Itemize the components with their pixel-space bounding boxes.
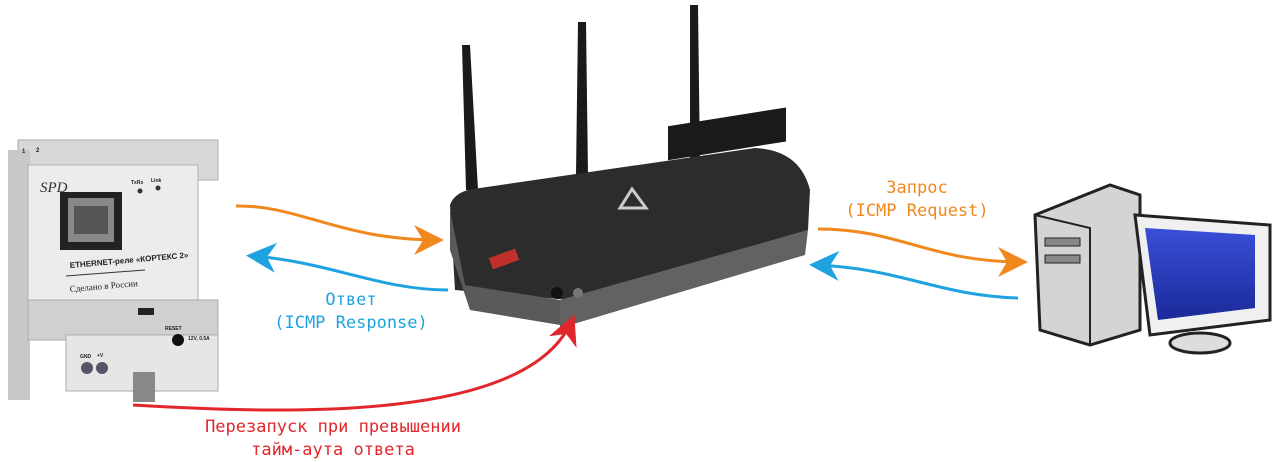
router-device: [450, 5, 810, 328]
txrx-label: TxRx: [131, 180, 143, 186]
request-label: Запрос: [886, 178, 947, 198]
terminal-2-label: 2: [36, 148, 40, 154]
response-arrow-router-to-relay: [246, 242, 449, 292]
reset-label: RESET: [165, 326, 182, 332]
request-sublabel: (ICMP Request): [845, 201, 988, 221]
response-sublabel: (ICMP Response): [274, 313, 428, 333]
computer-device: [1033, 183, 1272, 355]
power-label: 12V, 0.5A: [188, 336, 210, 342]
brand-label: SPD: [40, 180, 68, 196]
gnd-label: GND: [80, 354, 92, 360]
response-label: Ответ: [325, 290, 376, 310]
restart-label: Перезапуск при превышении: [205, 417, 461, 437]
restart-sublabel: тайм-аута ответа: [251, 440, 415, 460]
request-arrow-relay-to-router: [235, 204, 444, 255]
restart-arrow-relay-to-router: [132, 314, 577, 412]
request-arrow-router-to-pc: [817, 227, 1028, 277]
response-arrow-pc-to-router: [809, 250, 1019, 300]
plus-v-label: +V: [97, 353, 104, 359]
ethernet-relay-device: 1 2 SPD TxRx Link ETHERNET-реле «КОРТЕКС…: [8, 139, 219, 402]
link-label: Link: [151, 178, 161, 184]
terminal-1-label: 1: [22, 149, 26, 155]
